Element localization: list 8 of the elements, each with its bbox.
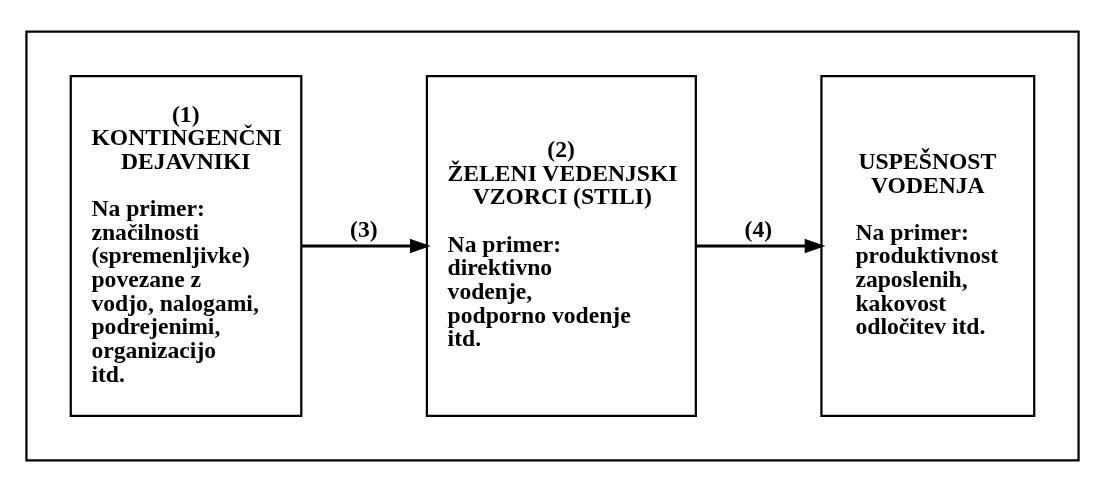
- cluster: [25, 30, 1080, 461]
- edge-label: (3): [350, 215, 378, 242]
- arrow: [696, 238, 826, 253]
- arrow: [301, 238, 431, 253]
- edge-label: (4): [744, 215, 773, 242]
- node-box: (2) ŽELENI VEDENJSKI VZORCI (STILI) Na primer: direktivno vodenje, podporno vodenje itd.: [425, 74, 697, 417]
- node-box: USPEŠNOST VODENJA Na primer: produktivnost zaposlenih, kakovost odločitev itd.: [820, 74, 1036, 417]
- node-box: (1) KONTINGENČNI DEJAVNIKI Na primer: značilnosti (spremenljivke) povezane z vodjo, nalogami, podrejenimi, organizacijo itd.: [69, 74, 303, 417]
